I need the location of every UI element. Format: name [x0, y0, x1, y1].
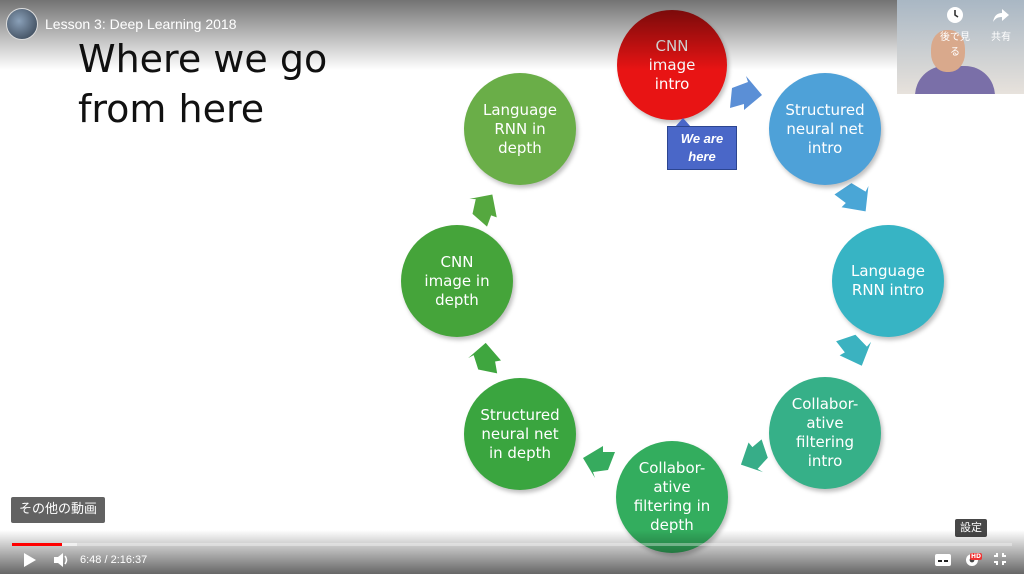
- presenter-face: [931, 30, 965, 72]
- play-button[interactable]: [20, 552, 40, 572]
- marker-pointer: [675, 118, 691, 127]
- share-label: 共有: [991, 32, 1011, 43]
- bottom-gradient: [0, 530, 1024, 574]
- captions-button[interactable]: [933, 553, 953, 571]
- node-structured-neural-net-in-depth: Structured neural net in depth: [464, 378, 576, 490]
- time-display: 6:48 / 2:16:37: [80, 554, 147, 566]
- volume-icon: [54, 553, 68, 567]
- node-language-rnn-intro: Language RNN intro: [832, 225, 944, 337]
- time-current: 6:48: [80, 554, 102, 566]
- video-title[interactable]: Lesson 3: Deep Learning 2018: [45, 16, 237, 32]
- time-separator: /: [101, 554, 111, 566]
- arrow-1: [730, 76, 762, 110]
- progress-played: [12, 543, 62, 546]
- node-cnn-image-in-depth: CNN image in depth: [401, 225, 513, 337]
- volume-button[interactable]: [52, 552, 72, 572]
- captions-icon: [935, 554, 951, 566]
- more-videos-button[interactable]: その他の動画: [11, 497, 106, 523]
- we-are-here-marker: We are here: [667, 126, 737, 170]
- arrow-2: [834, 183, 869, 212]
- arrow-7: [469, 194, 497, 227]
- share-icon: [986, 6, 1016, 28]
- arrow-4: [740, 439, 768, 473]
- play-icon: [24, 553, 36, 567]
- exit-fullscreen-icon: [994, 553, 1006, 565]
- clock-icon: [938, 6, 972, 28]
- node-collaborative-filtering-intro: Collabor- ative filtering intro: [769, 377, 881, 489]
- hd-badge: HD: [970, 553, 983, 560]
- top-gradient: [0, 0, 1024, 70]
- progress-bar[interactable]: [12, 543, 1012, 546]
- arrow-6: [468, 342, 502, 374]
- time-total: 2:16:37: [110, 554, 148, 566]
- share-button[interactable]: 共有: [986, 6, 1016, 43]
- watch-later-label: 後で見る: [940, 32, 970, 58]
- arrow-5: [583, 446, 615, 478]
- channel-avatar[interactable]: [6, 8, 38, 40]
- arrow-3: [836, 334, 872, 366]
- exit-fullscreen-button[interactable]: [990, 552, 1010, 570]
- node-structured-neural-net-intro: Structured neural net intro: [769, 73, 881, 185]
- node-language-rnn-in-depth: Language RNN in depth: [464, 73, 576, 185]
- watch-later-button[interactable]: 後で見る: [938, 6, 972, 58]
